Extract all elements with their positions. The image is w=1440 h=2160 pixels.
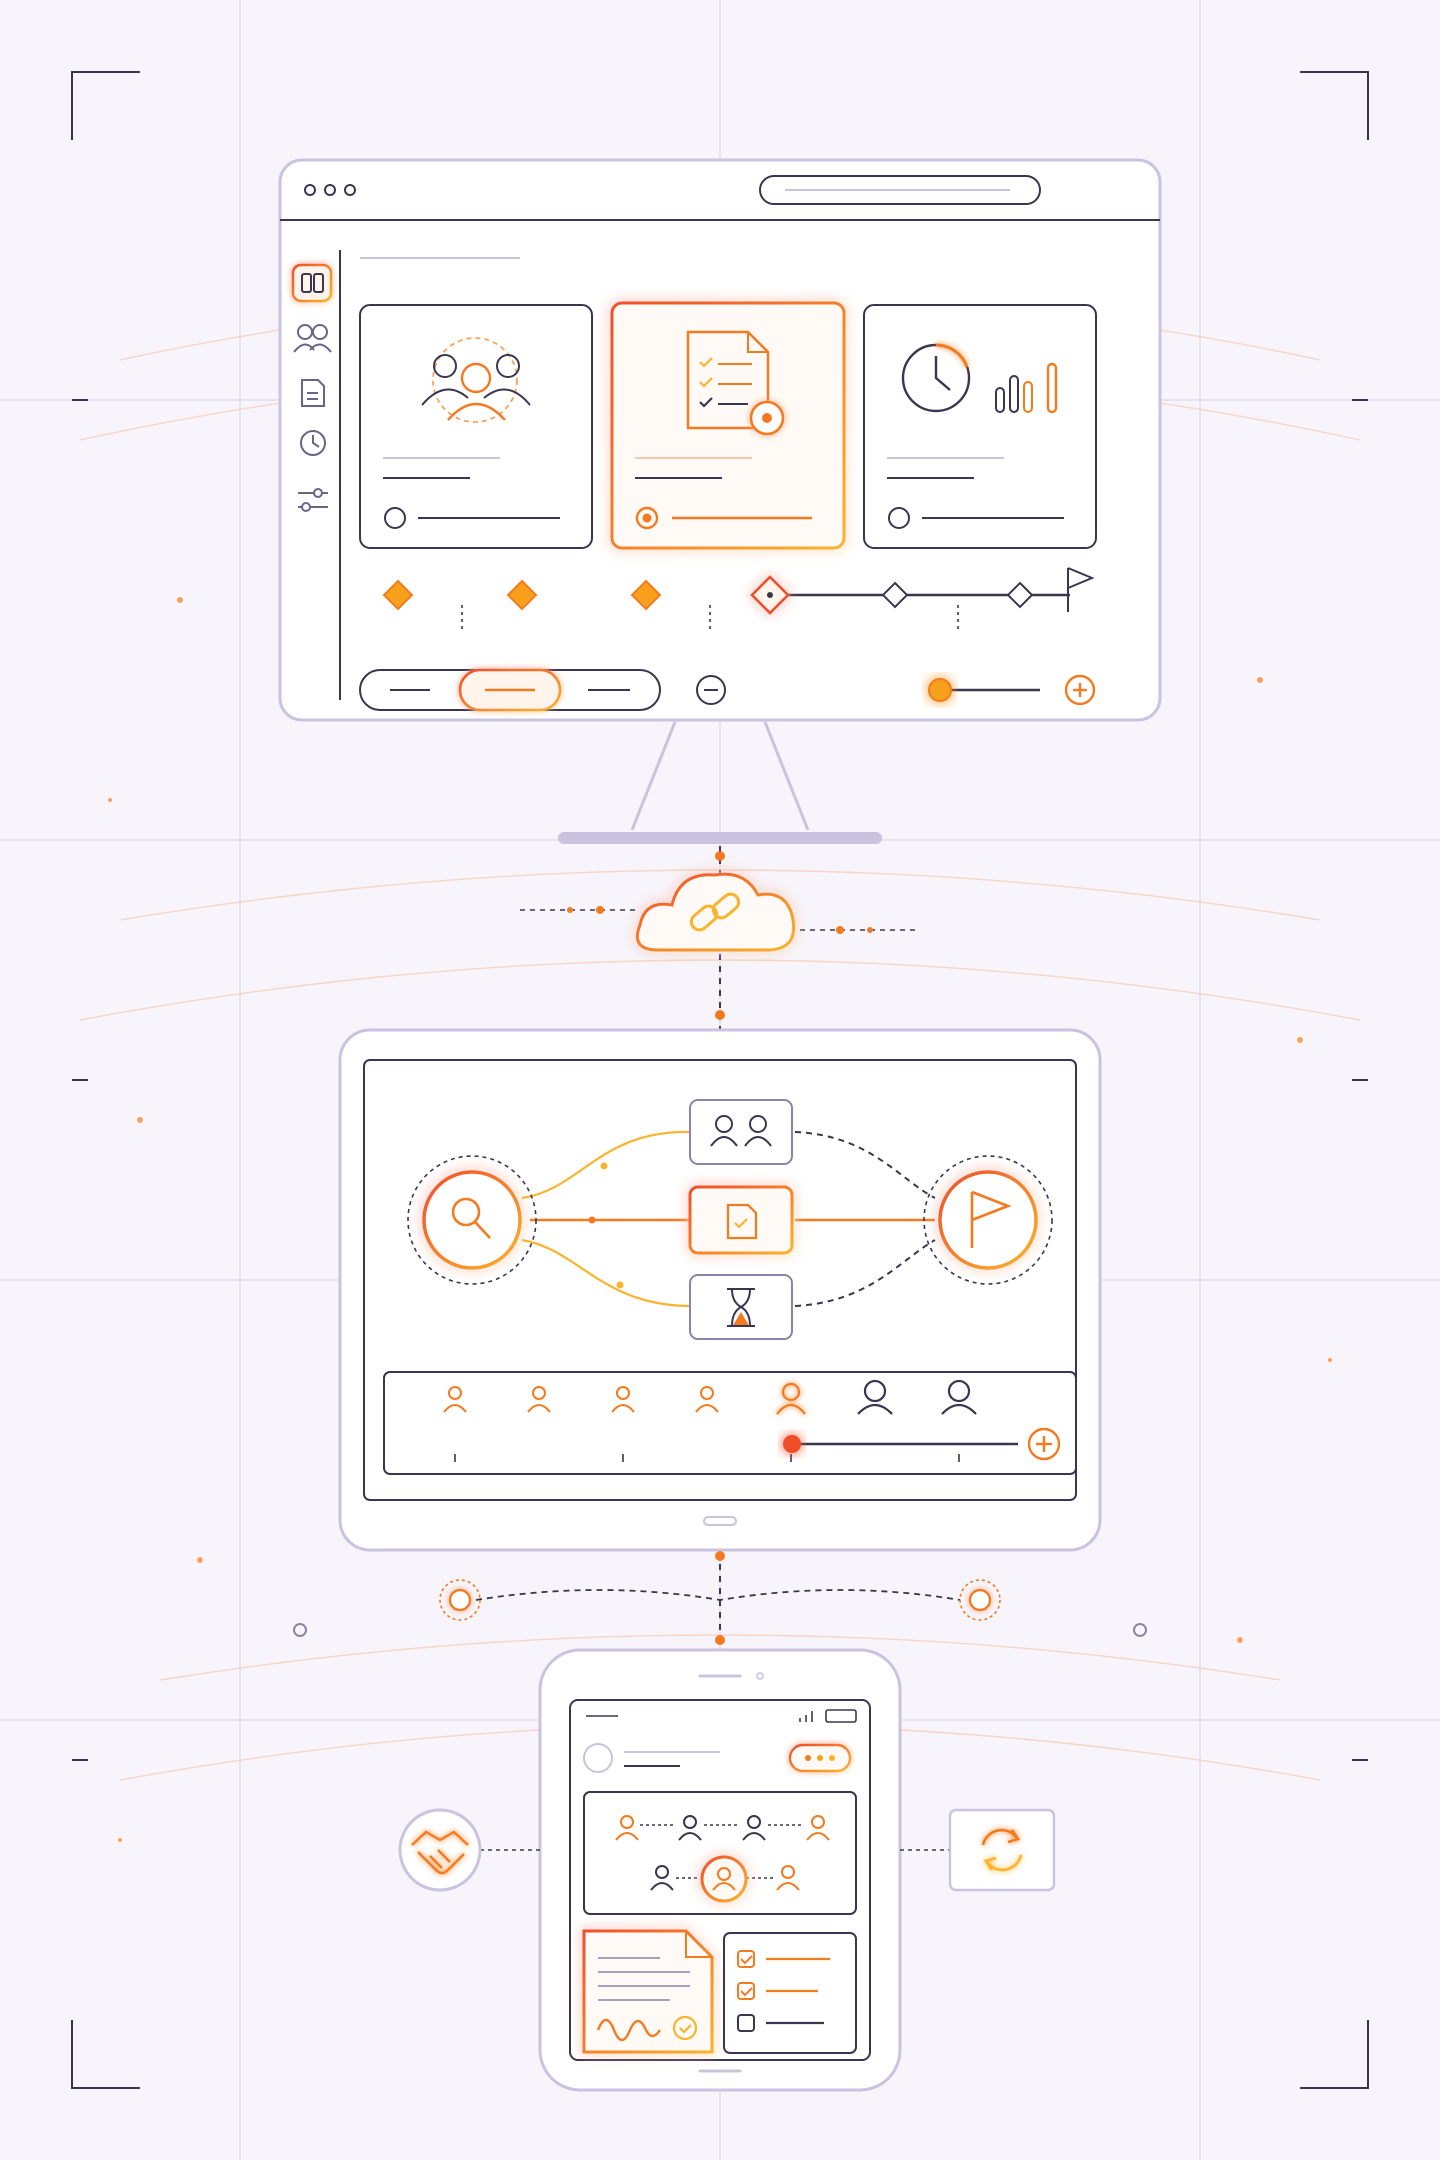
- milestone-marker-current[interactable]: [750, 575, 790, 615]
- sidebar-item-document[interactable]: [301, 379, 325, 407]
- flag-icon: [970, 1190, 1012, 1248]
- search-icon: [451, 1197, 491, 1239]
- phone-status-bar: [586, 1709, 857, 1723]
- flow-connectors: [521, 1130, 936, 1308]
- milestone-marker[interactable]: [382, 579, 414, 611]
- handshake-badge: [398, 1808, 540, 1892]
- sync-badge: [900, 1808, 1056, 1892]
- document-icon: [301, 379, 325, 407]
- person-icon: [527, 1386, 551, 1413]
- cloud-connector: [520, 846, 915, 1049]
- monitor-stand: [558, 721, 882, 844]
- person-icon: [615, 1815, 639, 1841]
- milestone-marker[interactable]: [881, 581, 909, 609]
- zoom-slider[interactable]: [696, 674, 1096, 706]
- person-icon: [443, 1386, 467, 1413]
- checklist-panel: [723, 1932, 857, 2054]
- person-icon: [678, 1815, 702, 1841]
- people-progress-panel: [383, 1371, 1077, 1475]
- progress-thumb[interactable]: [783, 1435, 801, 1453]
- person-icon: [776, 1865, 800, 1891]
- checkbox[interactable]: [737, 2014, 755, 2032]
- decorative-rings: [293, 1623, 1147, 1637]
- sidebar-item-users[interactable]: [293, 324, 332, 353]
- signed-document-card[interactable]: [582, 1929, 714, 2054]
- segmented-control[interactable]: [359, 668, 661, 712]
- checklist-document-icon: [686, 330, 785, 436]
- decorative-dots: [108, 597, 1332, 1842]
- avatar[interactable]: [583, 1743, 613, 1773]
- checkbox[interactable]: [737, 1950, 755, 1968]
- tablet: [338, 1028, 1102, 1552]
- card-analytics[interactable]: [863, 304, 1097, 549]
- zoom-slider-thumb[interactable]: [928, 678, 952, 702]
- frame-corner-marks: [71, 71, 1369, 2089]
- handshake-icon: [411, 1830, 469, 1875]
- sidebar-item-settings[interactable]: [298, 488, 328, 512]
- clock-icon: [300, 430, 326, 456]
- person-icon: [695, 1386, 719, 1413]
- person-icon: [776, 1382, 806, 1415]
- focused-person-icon[interactable]: [700, 1855, 748, 1903]
- search-node[interactable]: [407, 1155, 537, 1285]
- person-icon: [857, 1379, 893, 1415]
- address-bar[interactable]: [759, 175, 1041, 205]
- flow-node-hourglass[interactable]: [689, 1274, 793, 1340]
- users-icon: [293, 324, 332, 353]
- person-icon: [611, 1386, 635, 1413]
- team-icon: [421, 337, 531, 423]
- milestone-marker[interactable]: [506, 579, 538, 611]
- flow-node-document[interactable]: [688, 1185, 794, 1255]
- checklist-item[interactable]: [737, 1982, 818, 2000]
- phone: [538, 1648, 902, 2092]
- zoom-out-button[interactable]: [696, 675, 726, 705]
- sidebar-item-history[interactable]: [300, 430, 326, 456]
- person-icon: [941, 1379, 977, 1415]
- checkbox[interactable]: [737, 1982, 755, 2000]
- flow-node-users[interactable]: [689, 1099, 793, 1165]
- users-icon: [710, 1115, 772, 1147]
- verified-check-icon: [672, 2015, 698, 2041]
- sliders-icon: [298, 488, 328, 512]
- clock-chart-icon: [901, 343, 1058, 414]
- milestone-marker[interactable]: [1006, 581, 1034, 609]
- columns-icon: [301, 273, 324, 293]
- hourglass-icon: [727, 1288, 755, 1327]
- sync-icon: [981, 1828, 1023, 1872]
- desktop-monitor: [278, 158, 1162, 844]
- profile-row: [583, 1743, 852, 1773]
- checklist-item[interactable]: [737, 2014, 824, 2032]
- milestone-timeline: [382, 567, 1095, 630]
- signature-mark: [596, 2018, 661, 2042]
- zoom-in-button[interactable]: [1064, 674, 1096, 706]
- card-team-radio[interactable]: [384, 507, 406, 529]
- network-panel: [583, 1791, 857, 1915]
- person-icon: [806, 1815, 830, 1841]
- sidebar-item-columns[interactable]: [291, 263, 333, 303]
- card-team[interactable]: [359, 304, 593, 549]
- card-checklist-selected[interactable]: [610, 301, 846, 550]
- more-options-button[interactable]: [788, 1743, 852, 1773]
- person-icon: [650, 1865, 674, 1891]
- page-heading-placeholder: [358, 257, 520, 278]
- card-analytics-radio[interactable]: [888, 507, 910, 529]
- add-person-button[interactable]: [1027, 1427, 1061, 1461]
- checklist-item[interactable]: [737, 1950, 830, 1968]
- tablet-home-button[interactable]: [703, 1516, 737, 1526]
- person-icon: [742, 1815, 766, 1841]
- milestone-marker[interactable]: [630, 579, 662, 611]
- document-check-icon: [726, 1203, 758, 1240]
- cloud-link-icon: [635, 872, 796, 952]
- card-checklist-radio[interactable]: [635, 506, 659, 530]
- finish-flag-icon: [1067, 567, 1095, 612]
- window-controls[interactable]: [304, 184, 356, 196]
- goal-node[interactable]: [923, 1155, 1053, 1285]
- sync-connector: [439, 1551, 1001, 1648]
